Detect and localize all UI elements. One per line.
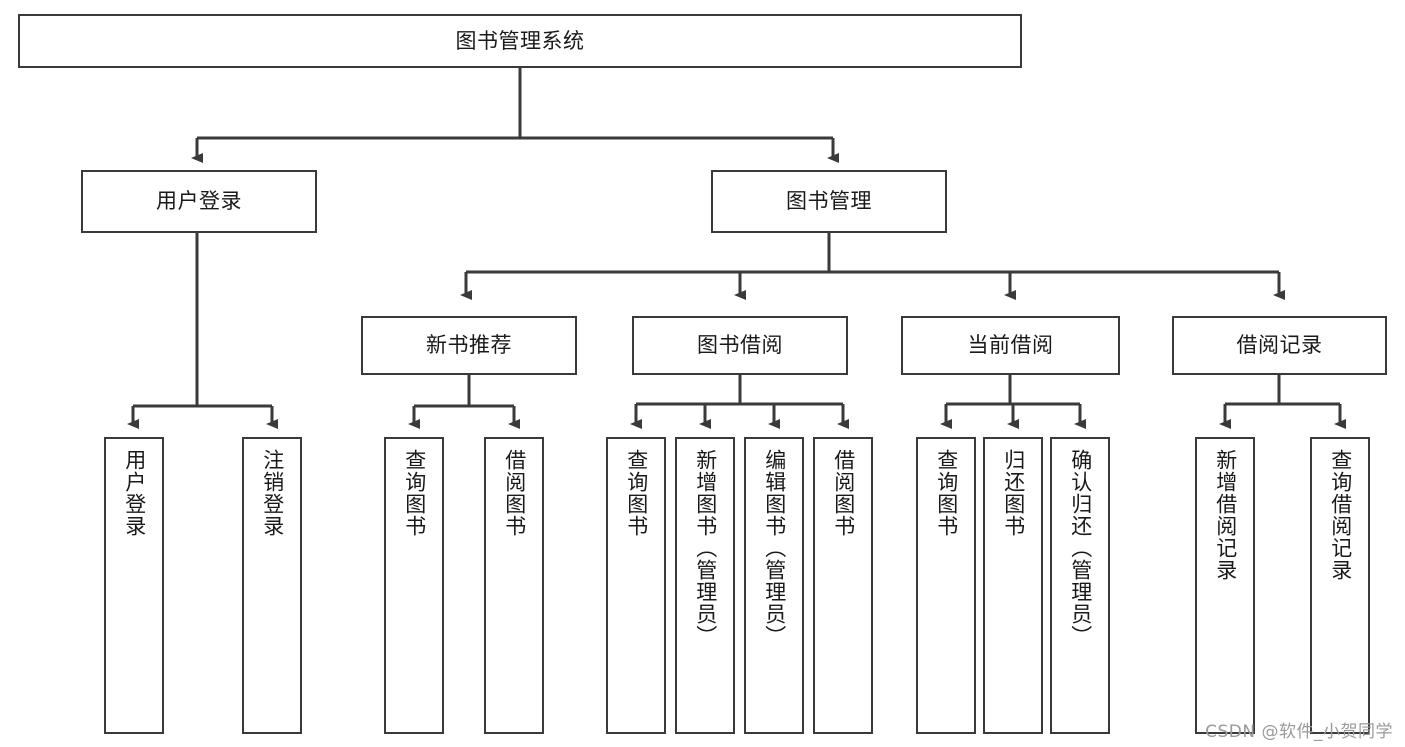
leaf-edit-book-label: 编辑图书（管理员）: [762, 449, 787, 647]
node-root[interactable]: 图书管理系统: [18, 14, 1022, 68]
leaf-query-book-a-label: 查询图书: [402, 449, 427, 537]
leaf-borrow-book-b[interactable]: 借阅图书: [813, 437, 873, 734]
leaf-query-book-c-label: 查询图书: [934, 449, 959, 537]
node-user-login-label: 用户登录: [156, 189, 242, 214]
leaf-add-book[interactable]: 新增图书（管理员）: [675, 437, 735, 734]
leaf-logout[interactable]: 注销登录: [242, 437, 302, 734]
leaf-borrow-book-a-label: 借阅图书: [502, 449, 527, 537]
leaf-query-book-b[interactable]: 查询图书: [606, 437, 666, 734]
leaf-edit-book[interactable]: 编辑图书（管理员）: [744, 437, 804, 734]
node-book-management[interactable]: 图书管理: [711, 170, 947, 233]
leaf-add-record-label: 新增借阅记录: [1213, 449, 1238, 581]
leaf-borrow-book-b-label: 借阅图书: [831, 449, 856, 537]
node-new-book-recommend[interactable]: 新书推荐: [361, 316, 577, 375]
leaf-add-book-label: 新增图书（管理员）: [693, 449, 718, 647]
leaf-return-book[interactable]: 归还图书: [983, 437, 1043, 734]
leaf-query-book-a[interactable]: 查询图书: [384, 437, 444, 734]
node-book-management-label: 图书管理: [786, 189, 872, 214]
leaf-user-login[interactable]: 用户登录: [104, 437, 164, 734]
node-current-borrow[interactable]: 当前借阅: [901, 316, 1120, 375]
node-borrow-record[interactable]: 借阅记录: [1172, 316, 1387, 375]
leaf-add-record[interactable]: 新增借阅记录: [1195, 437, 1255, 734]
node-book-borrow[interactable]: 图书借阅: [632, 316, 848, 375]
leaf-borrow-book-a[interactable]: 借阅图书: [484, 437, 544, 734]
node-new-book-recommend-label: 新书推荐: [426, 333, 512, 358]
leaf-confirm-return[interactable]: 确认归还（管理员）: [1050, 437, 1110, 734]
node-current-borrow-label: 当前借阅: [967, 333, 1054, 358]
node-user-login[interactable]: 用户登录: [81, 170, 317, 233]
watermark: CSDN @软件_小贺同学: [1205, 722, 1393, 742]
leaf-logout-label: 注销登录: [260, 449, 285, 537]
node-borrow-record-label: 借阅记录: [1236, 333, 1323, 358]
leaf-return-book-label: 归还图书: [1001, 449, 1026, 537]
leaf-query-book-b-label: 查询图书: [624, 449, 649, 537]
node-root-label: 图书管理系统: [455, 28, 585, 53]
node-book-borrow-label: 图书借阅: [697, 333, 783, 358]
leaf-query-record[interactable]: 查询借阅记录: [1310, 437, 1370, 734]
leaf-query-record-label: 查询借阅记录: [1328, 449, 1353, 581]
leaf-confirm-return-label: 确认归还（管理员）: [1068, 449, 1093, 647]
leaf-query-book-c[interactable]: 查询图书: [916, 437, 976, 734]
leaf-user-login-label: 用户登录: [122, 449, 147, 537]
